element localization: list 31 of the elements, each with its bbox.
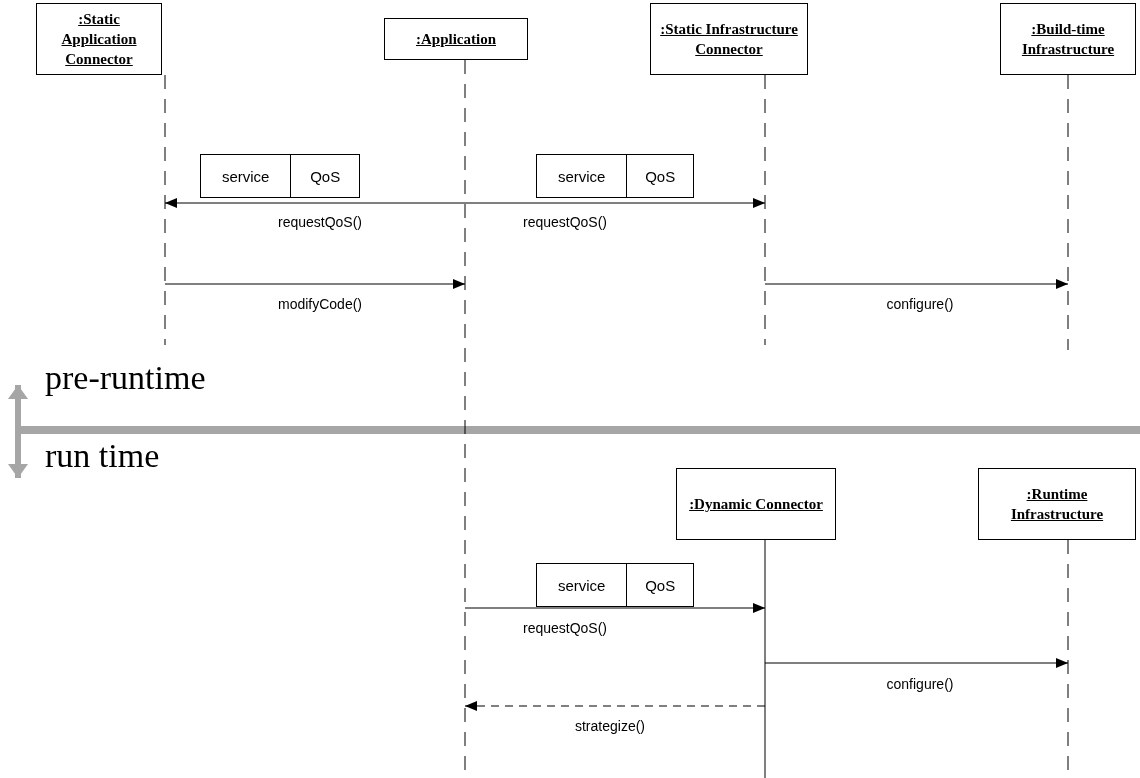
object-name: :Static Application Connector — [60, 10, 138, 69]
message-arrow — [464, 701, 766, 711]
object-name: :Dynamic Connector — [689, 495, 823, 514]
parameter-name: service — [556, 166, 607, 187]
parameter-box — [200, 154, 360, 198]
parameter-box — [536, 563, 694, 607]
parameter-name: service — [220, 166, 271, 187]
message-label: configure() — [884, 676, 956, 692]
parameter-name: QoS — [290, 155, 359, 197]
message-arrow — [464, 198, 766, 208]
parameter-name: service — [556, 575, 607, 596]
object-name: :Build-time Infrastructure — [1020, 20, 1116, 59]
phase-label: run time — [45, 438, 160, 474]
message-label: requestQoS() — [276, 214, 364, 230]
message-arrow — [764, 279, 1069, 289]
parameter-name: QoS — [626, 155, 693, 197]
phase-label: pre-runtime — [45, 360, 206, 396]
object-name: :Static Infrastructure Connector — [659, 20, 799, 59]
object-name: :Runtime Infrastructure — [1009, 485, 1105, 524]
message-label: configure() — [884, 296, 956, 312]
message-label: requestQoS() — [521, 620, 609, 636]
object-name: :Application — [416, 30, 496, 49]
message-arrow — [164, 198, 466, 208]
message-label: modifyCode() — [276, 296, 364, 312]
message-arrow — [464, 603, 766, 613]
parameter-name: QoS — [626, 564, 693, 606]
parameter-box — [536, 154, 694, 198]
message-arrow — [164, 279, 466, 289]
message-arrow — [764, 658, 1069, 668]
message-label: strategize() — [573, 718, 647, 734]
message-label: requestQoS() — [521, 214, 609, 230]
